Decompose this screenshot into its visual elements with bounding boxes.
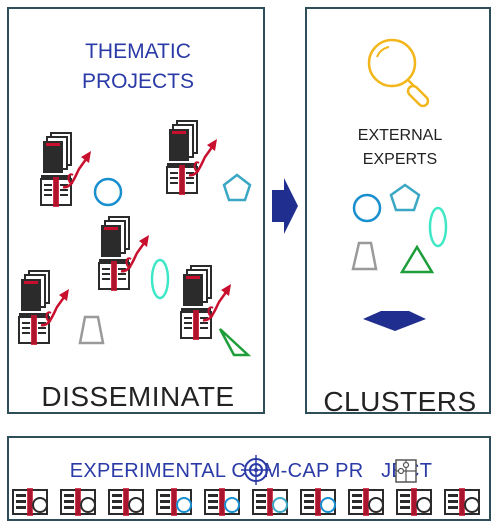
strip-document-icon: [348, 488, 384, 516]
strip-document-icon: [252, 488, 288, 516]
thematic-projects-panel: THEMATIC PROJECTS: [7, 7, 265, 414]
document-stack-icon: [165, 119, 219, 197]
project-ellipse-shape: [150, 258, 170, 300]
strip-document-icon: [444, 488, 480, 516]
strip-document-icon: [60, 488, 96, 516]
expert-trapezoid-shape: [351, 241, 378, 271]
expert-circle-shape: [352, 193, 382, 223]
disseminate-label: DISSEMINATE: [41, 381, 235, 412]
expert-pentagon-shape: [389, 183, 421, 212]
document-stack-icon: [17, 269, 71, 347]
clusters-illustration: [351, 38, 448, 331]
strip-document-icon: [156, 488, 192, 516]
strip-document-icon: [204, 488, 240, 516]
magnifier-icon: [367, 38, 430, 108]
document-stack-icon: [179, 264, 233, 342]
strip-document-icon: [300, 488, 336, 516]
strip-document-icon: [396, 488, 432, 516]
project-triangle-shape: [218, 328, 252, 357]
thematic-title-line2: PROJECTS: [81, 70, 194, 93]
project-circle-shape: [93, 177, 123, 207]
strip-document-icon: [12, 488, 48, 516]
expert-ellipse-shape: [428, 206, 448, 248]
down-flow-arrow-icon: [363, 319, 426, 331]
expert-triangle-shape: [399, 244, 435, 274]
right-flow-arrow-icon: [272, 178, 298, 234]
document-stack-icon: [97, 215, 151, 293]
puzzle-icon: [395, 459, 417, 483]
experimental-project-panel: EXPERIMENTAL C M-CAP PR JECT: [7, 436, 491, 521]
experts-label-line1: EXTERNAL: [357, 127, 443, 144]
project-pentagon-shape: [222, 173, 252, 202]
experimental-icon-strip: [12, 488, 480, 516]
experimental-project-illustration: [12, 455, 480, 516]
experts-label-line2: EXPERTS: [362, 151, 438, 168]
target-icon: [241, 455, 271, 485]
clusters-panel: EXTERNAL EXPERTS CLUSTERS: [305, 7, 493, 417]
clusters-label: CLUSTERS: [323, 386, 477, 417]
project-trapezoid-shape: [78, 315, 105, 345]
document-stack-icon: [39, 131, 93, 209]
strip-document-icon: [108, 488, 144, 516]
thematic-projects-title: THEMATIC PROJECTS: [9, 37, 267, 97]
external-experts-label: EXTERNAL EXPERTS: [307, 124, 493, 172]
thematic-title-line1: THEMATIC: [85, 40, 191, 63]
thematic-projects-illustration: [17, 119, 252, 357]
